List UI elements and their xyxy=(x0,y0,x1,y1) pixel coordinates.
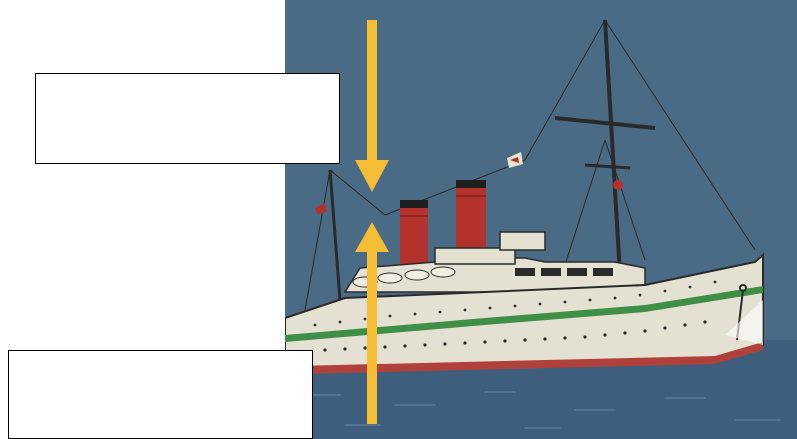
arrow-down-icon xyxy=(355,20,389,192)
label-box-bottom[interactable] xyxy=(8,350,313,439)
compression-arrows xyxy=(340,0,400,439)
arrow-up-icon xyxy=(355,222,389,424)
label-box-top[interactable] xyxy=(35,73,340,164)
funnel-rear xyxy=(400,200,428,265)
funnel-front xyxy=(456,180,486,255)
